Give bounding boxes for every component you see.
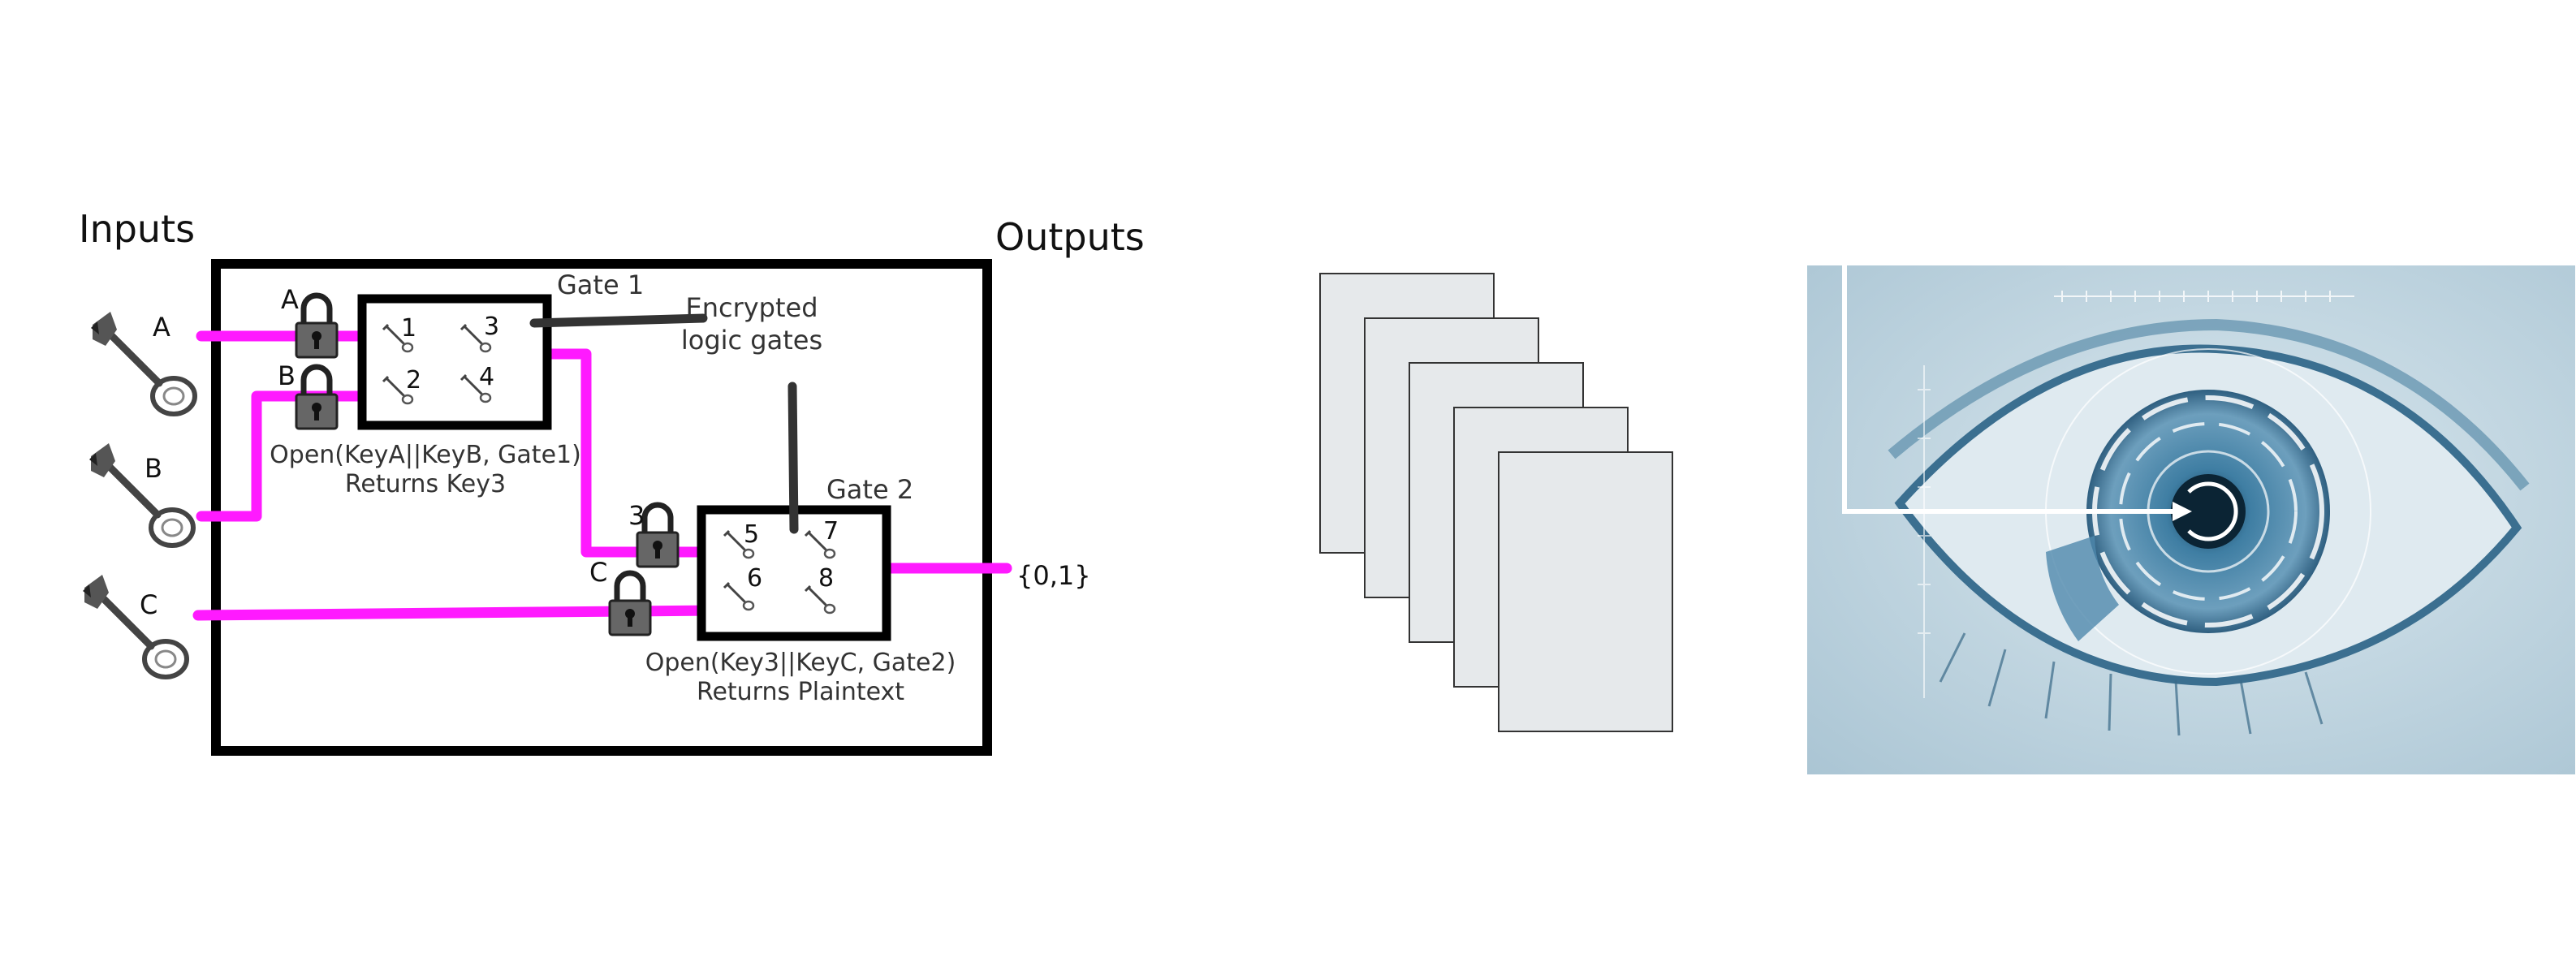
gate-1-key-label-4: 4	[479, 363, 494, 391]
gate-1-key-label-1: 1	[401, 314, 416, 343]
document-stack	[1319, 273, 1673, 732]
lock-label-c: C	[589, 557, 607, 588]
encrypted-label-line2: logic gates	[681, 325, 822, 356]
gate-2-key-label-6: 6	[747, 564, 762, 593]
gate-2: Gate 2 5 6 7 8	[697, 474, 913, 641]
gate-1: Gate 1 1 2 3 4	[357, 270, 644, 430]
inputs-title: Inputs	[79, 207, 195, 251]
gate-2-key-label-8: 8	[818, 564, 834, 593]
key-label-c: C	[140, 589, 157, 620]
gate-1-key-label-2: 2	[406, 366, 421, 395]
circuit-boundary-box	[211, 259, 992, 756]
eye-scan-image	[1807, 265, 2575, 774]
encrypted-label-line1: Encrypted	[685, 292, 818, 323]
lock-c-icon	[610, 573, 650, 635]
lock-label-b: B	[278, 360, 296, 391]
gate-2-caption-line2: Returns Plaintext	[697, 678, 904, 706]
gate-2-key-label-7: 7	[823, 517, 839, 546]
gate-2-key-label-5: 5	[744, 520, 759, 549]
key-b-icon	[89, 443, 193, 546]
lock-a-icon	[296, 295, 337, 357]
gate-1-box	[357, 294, 552, 430]
key-label-b: B	[145, 453, 162, 484]
lock-b-icon	[296, 367, 337, 429]
lock-label-a: A	[281, 284, 299, 315]
lock-label-3: 3	[628, 500, 645, 531]
gate-2-caption-line1: Open(Key3||KeyC, Gate2)	[645, 649, 956, 677]
key-a-icon	[91, 312, 195, 414]
encrypted-gates-pointers	[529, 313, 799, 534]
gate-1-title: Gate 1	[557, 270, 644, 300]
gate-1-caption-line2: Returns Key3	[345, 470, 506, 498]
key-label-a: A	[153, 312, 170, 343]
gate-2-title: Gate 2	[826, 474, 913, 505]
gate-1-key-label-3: 3	[484, 313, 499, 341]
garbled-circuit-diagram: Inputs Outputs A B C A B 3 C Gate 1	[79, 207, 1145, 756]
document-page	[1498, 451, 1673, 732]
output-value: {0,1}	[1016, 560, 1091, 591]
outputs-title: Outputs	[995, 215, 1145, 259]
key-c-icon	[83, 575, 187, 677]
gate-1-caption-line1: Open(KeyA||KeyB, Gate1)	[270, 441, 581, 469]
